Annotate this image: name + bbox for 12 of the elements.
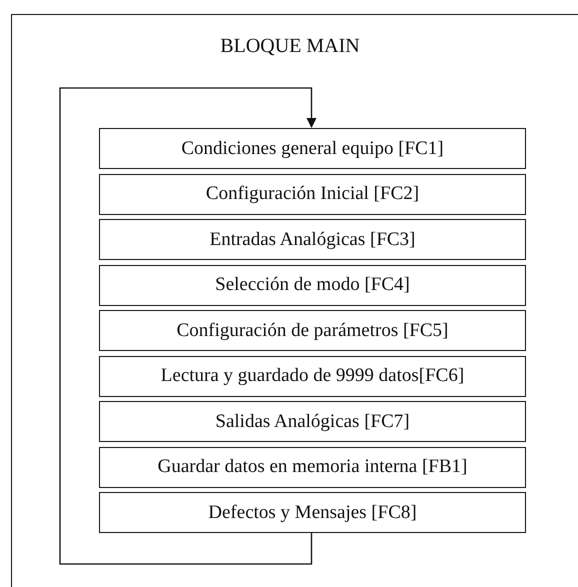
process-box: Selección de modo [FC4]	[99, 264, 526, 306]
process-box: Defectos y Mensajes [FC8]	[99, 492, 526, 533]
process-box: Condiciones general equipo [FC1]	[99, 128, 526, 169]
process-box: Configuración Inicial [FC2]	[99, 174, 526, 214]
process-box: Guardar datos en memoria interna [FB1]	[99, 446, 526, 488]
block-title: BLOQUE MAIN	[219, 35, 361, 58]
process-box: Lectura y guardado de 9999 datos[FC6]	[99, 356, 526, 396]
block-frame	[11, 14, 578, 587]
process-box: Entradas Analógicas [FC3]	[99, 219, 526, 260]
loop-arrow	[59, 87, 316, 565]
process-box: Configuración de parámetros [FC5]	[99, 310, 526, 351]
process-box: Salidas Analógicas [FC7]	[99, 401, 526, 442]
